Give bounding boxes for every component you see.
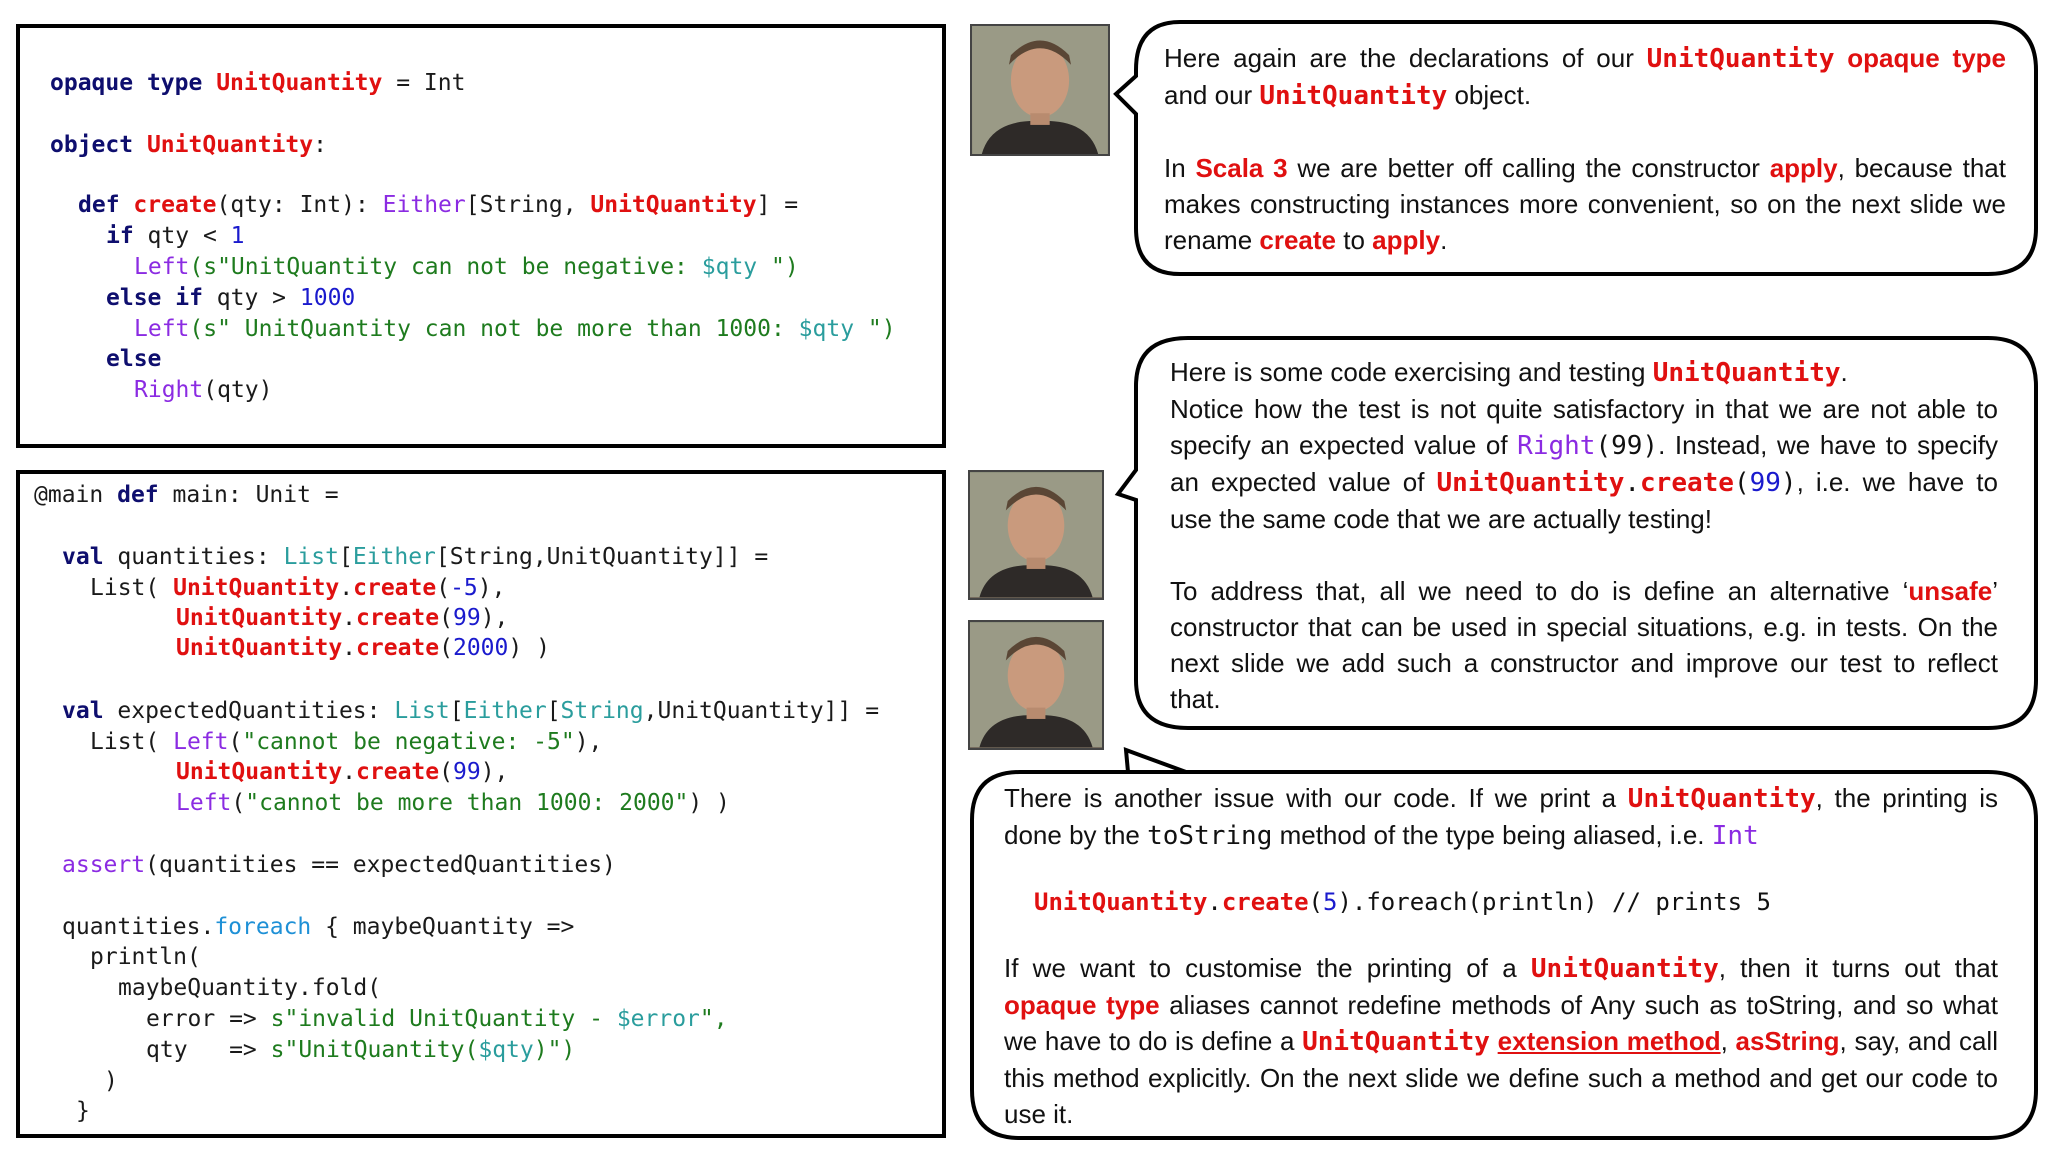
code-line: if qty < 1: [106, 223, 245, 249]
bubble-1-paragraph-2: In Scala 3 we are better off calling the…: [1164, 153, 2006, 255]
code-line: assert(quantities == expectedQuantities): [62, 852, 616, 878]
code-line: val expectedQuantities: List[Either[Stri…: [62, 698, 880, 724]
code-line: UnitQuantity.create(99),: [176, 605, 509, 631]
speaker-face-image: [972, 26, 1108, 154]
code-line: println(: [90, 944, 201, 970]
bubble-2-paragraph-1: Here is some code exercising and testing…: [1170, 357, 1848, 388]
speech-bubble-2-text: Here is some code exercising and testing…: [1170, 354, 1998, 717]
code-line: maybeQuantity.fold(: [118, 975, 382, 1001]
bubble-3-paragraph-2: If we want to customise the printing of …: [1004, 953, 1998, 1129]
speaker-photo-1: [970, 24, 1110, 156]
code-line: Left("cannot be more than 1000: 2000") ): [176, 790, 730, 816]
code-line: Left(s"UnitQuantity can not be negative:…: [134, 254, 799, 280]
code-line: }: [76, 1098, 90, 1124]
speech-bubble-3-text: There is another issue with our code. If…: [1004, 780, 1998, 1132]
bubble-3-code-example: UnitQuantity.create(5).foreach(println) …: [1034, 888, 1771, 916]
speech-bubble-1-text: Here again are the declarations of our U…: [1164, 40, 2006, 258]
code-line: opaque type UnitQuantity = Int: [50, 70, 466, 96]
bubble-2-paragraph-3: To address that, all we need to do is de…: [1170, 576, 1998, 714]
speaker-face-image: [970, 472, 1102, 598]
code-line: val quantities: List[Either[String,UnitQ…: [62, 544, 769, 570]
code-line: UnitQuantity.create(2000) ): [176, 635, 550, 661]
code-line: quantities.foreach { maybeQuantity =>: [62, 914, 575, 940]
code-line: def create(qty: Int): Either[String, Uni…: [78, 192, 799, 218]
code-line: @main def main: Unit =: [34, 482, 339, 508]
bubble-3-paragraph-1: There is another issue with our code. If…: [1004, 783, 1998, 851]
speech-bubble-2-outline: [1114, 336, 2038, 730]
code-line: object UnitQuantity:: [50, 132, 327, 158]
code-panel-main: @main def main: Unit = val quantities: L…: [16, 470, 946, 1138]
code-line: Right(qty): [134, 377, 273, 403]
bubble-1-paragraph-1: Here again are the declarations of our U…: [1164, 43, 2006, 111]
code-panel-declarations: opaque type UnitQuantity = Int object Un…: [16, 24, 946, 448]
bubble-2-paragraph-2: Notice how the test is not quite satisfa…: [1170, 394, 1998, 534]
speaker-photo-2: [968, 470, 1104, 600]
speech-bubble-3-outline: [970, 747, 2038, 1140]
code-line: else if qty > 1000: [106, 285, 356, 311]
code-line: UnitQuantity.create(99),: [176, 759, 509, 785]
speaker-photo-3: [968, 620, 1104, 750]
code-line: qty => s"UnitQuantity($qty)"): [146, 1037, 576, 1063]
code-line: List( Left("cannot be negative: -5"),: [90, 729, 603, 755]
code-line: else: [106, 346, 162, 372]
code-line: error => s"invalid UnitQuantity - $error…: [146, 1006, 728, 1032]
speaker-face-image: [970, 622, 1102, 748]
code-line: ): [104, 1068, 118, 1094]
speech-bubble-1-outline: [1113, 20, 2038, 276]
code-line: Left(s" UnitQuantity can not be more tha…: [134, 316, 896, 342]
code-line: List( UnitQuantity.create(-5),: [90, 575, 506, 601]
